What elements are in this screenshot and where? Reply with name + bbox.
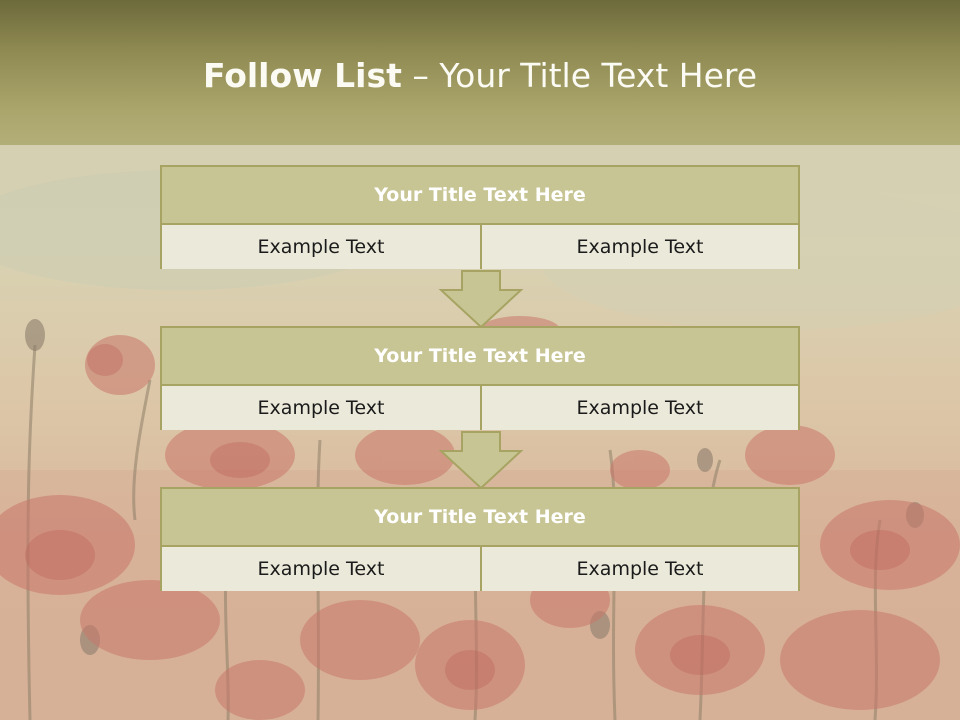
follow-list-block-3: Your Title Text Here Example Text Exampl… [160, 487, 800, 591]
block-2-title: Your Title Text Here [162, 328, 798, 386]
follow-list-block-1: Your Title Text Here Example Text Exampl… [160, 165, 800, 269]
block-1-right-text: Example Text [482, 225, 798, 269]
block-3-right-text: Example Text [482, 547, 798, 591]
block-1-title: Your Title Text Here [162, 167, 798, 225]
slide-title-bold: Follow List [202, 56, 402, 95]
down-arrow-icon-2 [438, 431, 524, 489]
slide-title: Follow List – Your Title Text Here [0, 56, 960, 96]
block-2-left-text: Example Text [162, 386, 482, 430]
down-arrow-icon-1 [438, 270, 524, 328]
title-bar: Follow List – Your Title Text Here [0, 0, 960, 145]
slide-title-rest: – Your Title Text Here [401, 56, 758, 95]
block-3-left-text: Example Text [162, 547, 482, 591]
block-2-right-text: Example Text [482, 386, 798, 430]
block-3-title: Your Title Text Here [162, 489, 798, 547]
follow-list-block-2: Your Title Text Here Example Text Exampl… [160, 326, 800, 430]
block-1-left-text: Example Text [162, 225, 482, 269]
